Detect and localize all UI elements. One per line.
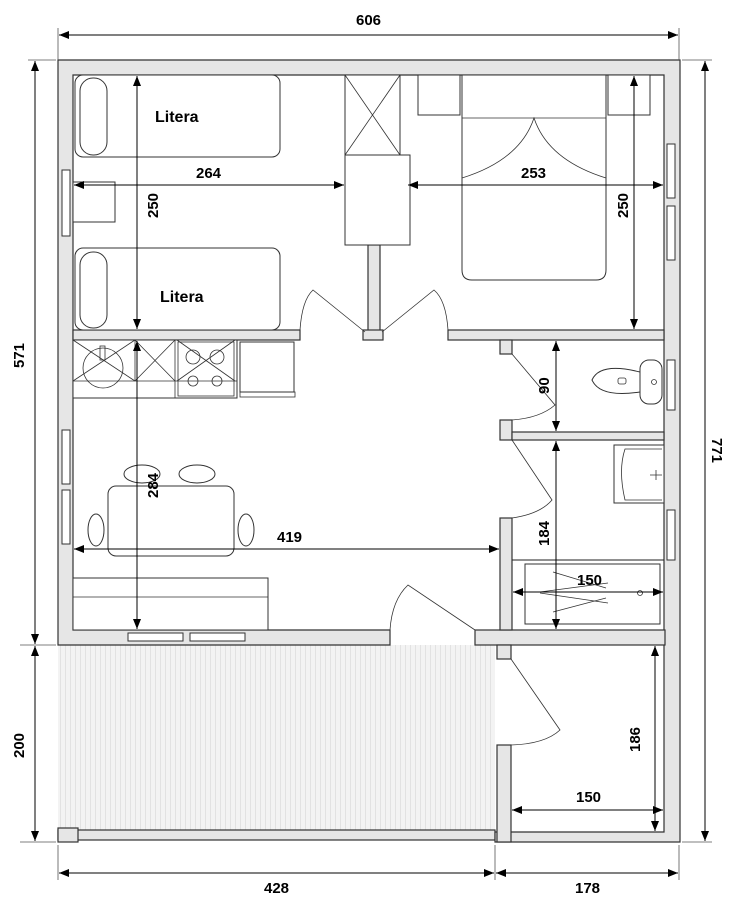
- stove: [177, 341, 235, 397]
- dim-bunk-room-width: 264: [196, 165, 222, 182]
- sink-icon: [82, 347, 124, 389]
- windows: [61, 143, 676, 642]
- dim-terrace-height: 200: [11, 733, 28, 758]
- washbasin: [613, 444, 665, 504]
- wardrobes: [344, 74, 411, 246]
- nightstand: [72, 181, 116, 223]
- dim-storage-inner-width: 150: [576, 789, 601, 806]
- dim-bathroom-height: 184: [536, 520, 553, 546]
- dim-storage-width: 178: [575, 880, 600, 897]
- fridge: [239, 341, 295, 393]
- dimensions: 606 571 200 771 428 178 264 250 253 250 …: [11, 12, 725, 897]
- dim-storage-height: 186: [627, 727, 644, 752]
- double-bed: [417, 74, 651, 281]
- terrace-post: [57, 827, 79, 843]
- bunk-bed-2-label: Litera: [160, 289, 204, 306]
- sofa: [72, 577, 269, 631]
- toilet: [591, 359, 663, 405]
- dim-bunk-room-height: 250: [145, 193, 162, 218]
- bunk-bed-1-label: Litera: [155, 109, 199, 126]
- dim-living-width: 419: [277, 529, 302, 546]
- dim-total-height: 771: [708, 438, 725, 463]
- bunk-bed-1: Litera: [74, 74, 281, 158]
- dim-main-height: 571: [11, 343, 28, 368]
- dim-bedroom-height: 250: [615, 193, 632, 218]
- dining-table: [87, 464, 255, 557]
- bunk-bed-2: Litera: [74, 247, 281, 331]
- dim-wc-height: 90: [536, 377, 553, 394]
- kitchen-counter: [72, 339, 296, 399]
- terrace-deck: [58, 645, 495, 830]
- dim-living-height: 284: [145, 472, 162, 498]
- dim-shower-width: 150: [577, 572, 602, 589]
- dim-total-width: 606: [356, 12, 381, 29]
- dim-terrace-width: 428: [264, 880, 289, 897]
- dim-bedroom-width: 253: [521, 165, 546, 182]
- terrace-rail: [57, 829, 496, 841]
